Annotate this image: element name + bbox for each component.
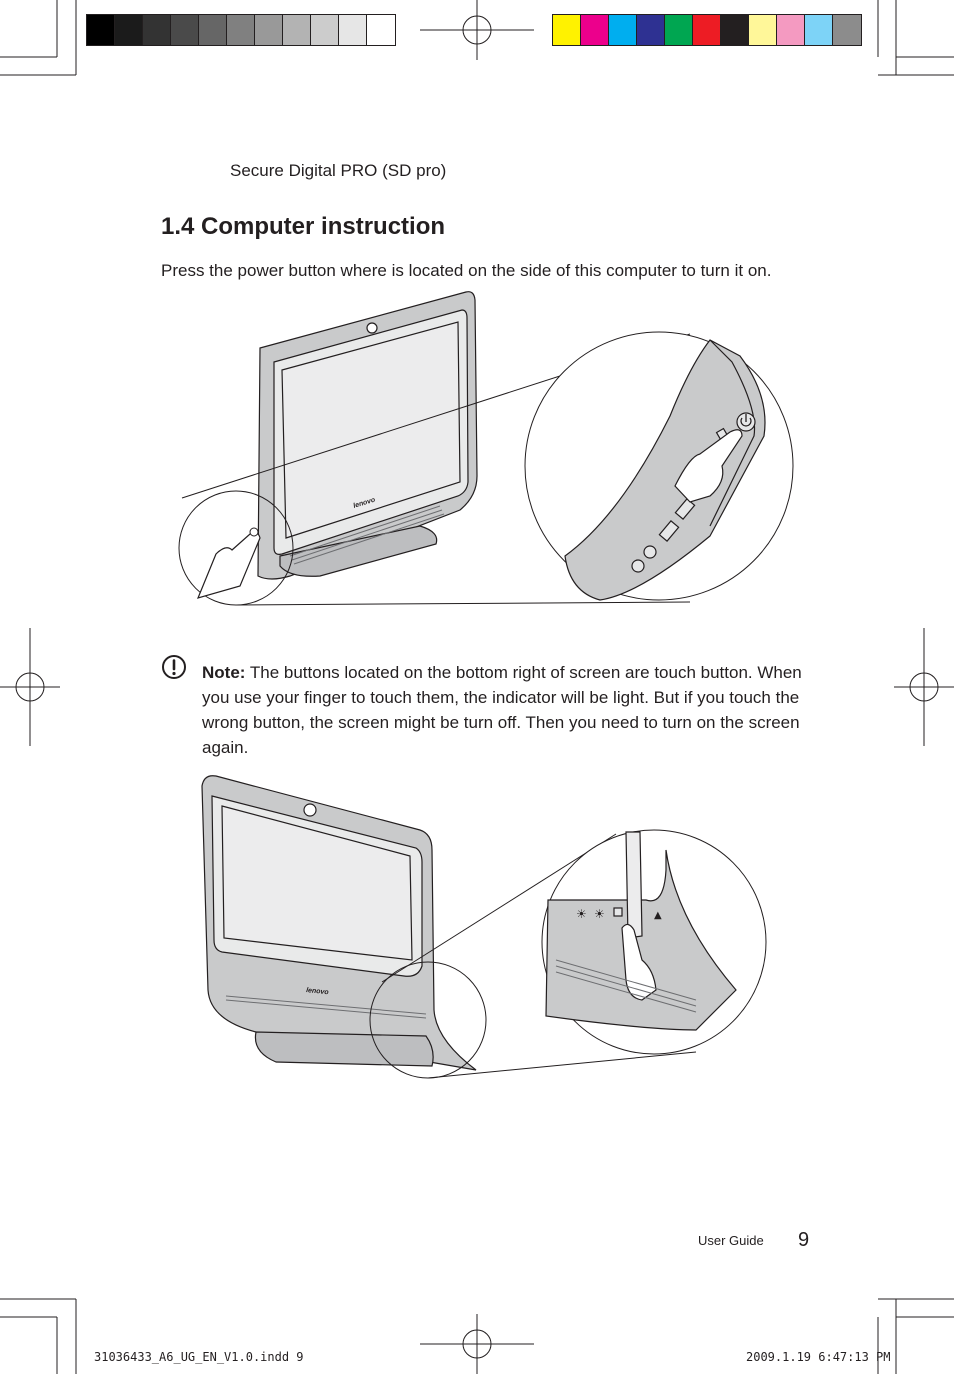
webcam2 [303,803,317,817]
grayscale-swatch [227,15,255,45]
exclamation-circle-icon [162,655,186,679]
audio-jack-1 [643,545,657,559]
grayscale-swatch [171,15,199,45]
touch-buttons-illustration: lenovo ☀ ☀ ▲ [201,775,767,1079]
grayscale-swatch [311,15,339,45]
pointing-hand-small [196,532,261,599]
page-number: 9 [798,1229,810,1251]
note-body: The buttons located on the bottom right … [202,663,802,757]
grayscale-swatch [283,15,311,45]
audio-jack-2 [631,559,645,573]
process-swatch [637,15,665,45]
pointing-hand [674,429,743,503]
eject-icon: ▲ [654,910,662,921]
monitor2-screen [221,805,413,961]
grayscale-swatch [367,15,395,45]
power-icon [740,414,752,427]
process-color-bar [552,14,862,46]
footer-label: User Guide [698,1233,764,1248]
process-swatch [721,15,749,45]
webcam [366,322,378,334]
grayscale-color-bar [86,14,396,46]
process-swatch [665,15,693,45]
note-label: Note: [202,663,246,682]
section-title: 1.4 Computer instruction [161,213,446,240]
usb-port-2 [658,520,680,542]
registration-mark-right [894,628,954,746]
display-toggle-icon [613,907,623,917]
leader-line-bottom [235,601,691,606]
brand-logo-2: lenovo [306,987,330,996]
slug-timestamp: 2009.1.19 6:47:13 PM [746,1350,891,1364]
monitor2-stand [254,1031,434,1067]
power-icon-small [249,527,259,537]
grayscale-swatch [87,15,115,45]
registration-mark-top [420,0,534,60]
vents [289,505,445,565]
monitor-screen [281,321,461,539]
process-swatch [833,15,861,45]
sd-pro-list-item: Secure Digital PRO (SD pro) [230,161,447,180]
intro-paragraph: Press the power button where is located … [161,261,772,280]
grayscale-swatch [339,15,367,45]
grayscale-swatch [199,15,227,45]
zoomed-bezel [545,849,737,1031]
process-swatch [749,15,777,45]
brightness-up-icon: ☀ [594,907,605,921]
registration-mark-left [0,628,60,746]
power-button-illustration: lenovo [178,291,794,606]
slug-filename: 31036433_A6_UG_EN_V1.0.indd 9 [94,1350,304,1364]
zoomed-side-panel [564,339,766,601]
note-paragraph: Note: The buttons located on the bottom … [202,660,812,760]
grayscale-swatch [115,15,143,45]
process-swatch [777,15,805,45]
process-swatch [693,15,721,45]
process-swatch [609,15,637,45]
monitor-stand [279,525,438,577]
grayscale-swatch [255,15,283,45]
process-swatch [581,15,609,45]
process-swatch [553,15,581,45]
grayscale-swatch [143,15,171,45]
process-swatch [805,15,833,45]
registration-mark-bottom [420,1314,534,1374]
brightness-down-icon: ☀ [576,907,587,921]
